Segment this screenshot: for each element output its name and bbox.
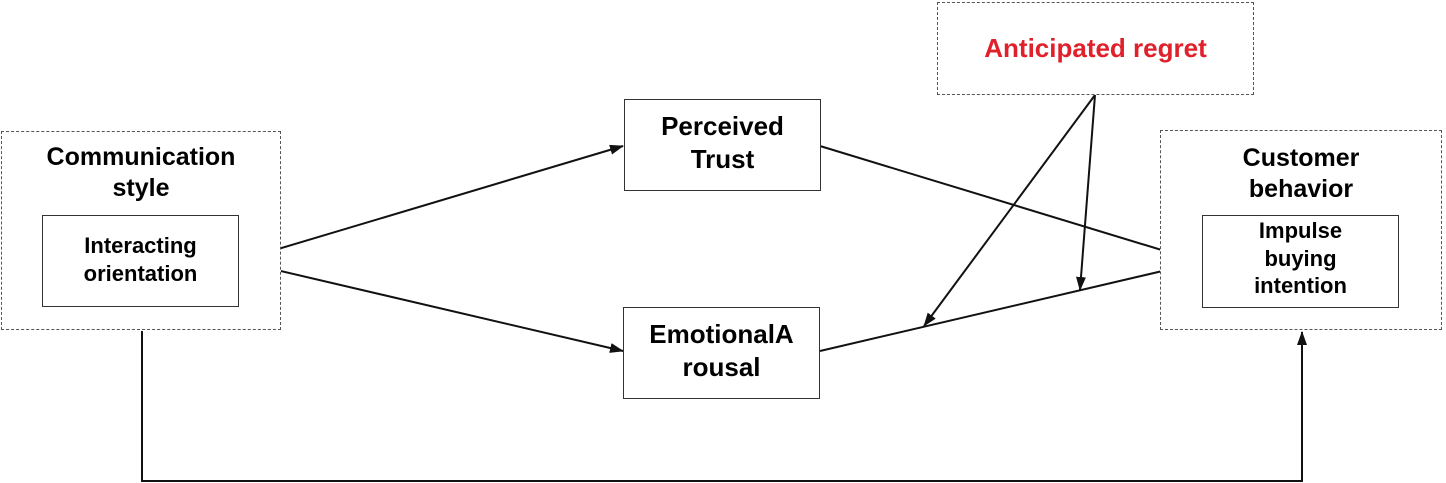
perceived-trust-label: Perceived Trust	[661, 111, 784, 174]
perceived-trust-box: Perceived Trust	[624, 99, 821, 191]
edge-trust-to-impulse	[819, 145, 1202, 263]
emotional-arousal-box: EmotionalA rousal	[623, 307, 820, 399]
edge-regret-moderates-trust-path	[1076, 94, 1096, 291]
anticipated-regret-label: Anticipated regret	[984, 33, 1207, 63]
anticipated-regret-box: Anticipated regret	[937, 2, 1254, 95]
impulse-buying-box: Impulse buying intention	[1202, 215, 1399, 308]
edge-style-to-behavior	[141, 331, 1307, 482]
interacting-orientation-box: Interacting orientation	[42, 215, 239, 307]
communication-style-title: Communication style	[46, 143, 236, 203]
edge-regret-moderates-arousal-path	[923, 94, 1096, 327]
edge-orientation-to-trust	[237, 144, 624, 262]
customer-behavior-title: Customer behavior	[1242, 144, 1360, 204]
edge-arousal-to-impulse	[819, 260, 1202, 352]
interacting-orientation-label: Interacting orientation	[83, 233, 198, 286]
edge-orientation-to-arousal	[237, 260, 624, 353]
emotional-arousal-label: EmotionalA rousal	[649, 319, 794, 382]
impulse-buying-label: Impulse buying intention	[1254, 218, 1347, 298]
